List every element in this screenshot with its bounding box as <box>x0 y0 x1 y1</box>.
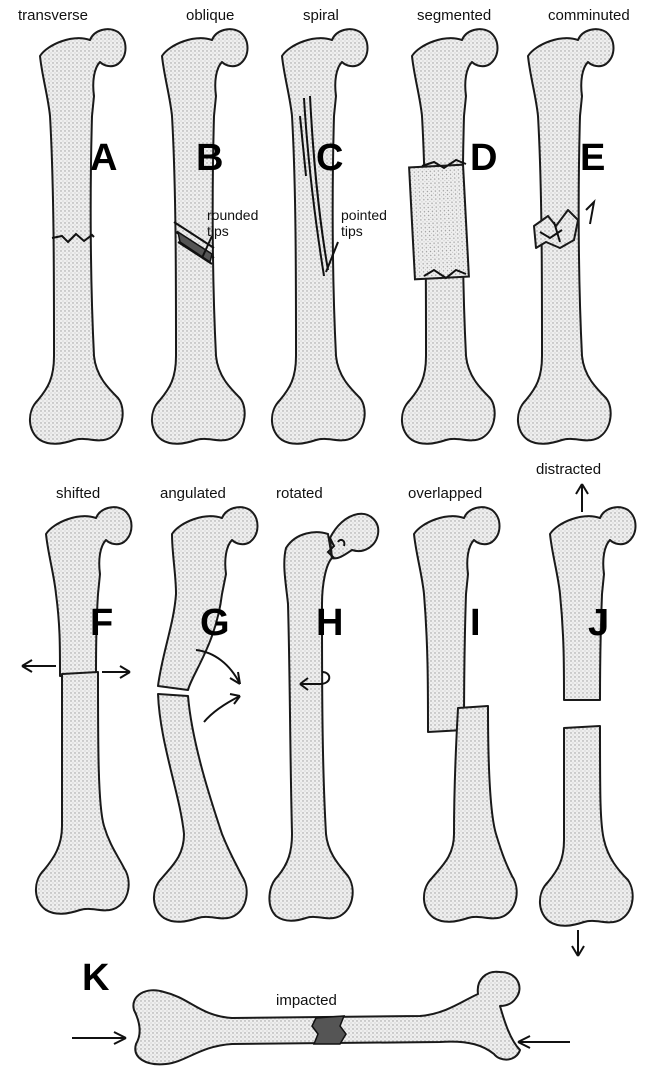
letter-E: E <box>580 137 605 179</box>
bone-F <box>36 507 132 914</box>
label-distracted: distracted <box>536 461 601 478</box>
bone-D <box>402 29 498 444</box>
letter-C: C <box>316 137 343 179</box>
letter-J: J <box>588 602 609 644</box>
arrow-angulate-lower <box>204 696 240 722</box>
arrow-down <box>572 930 584 956</box>
letter-G: G <box>200 602 230 644</box>
letter-D: D <box>470 137 497 179</box>
bone-J <box>540 507 636 926</box>
letter-A: A <box>90 137 117 179</box>
letter-F: F <box>90 602 113 644</box>
bone-E <box>518 29 614 444</box>
letter-H: H <box>316 602 343 644</box>
label-spiral: spiral <box>303 7 339 24</box>
label-overlapped: overlapped <box>408 485 482 502</box>
arrow-push-left <box>518 1036 570 1048</box>
label-angulated: angulated <box>160 485 226 502</box>
letter-B: B <box>196 137 223 179</box>
label-comminuted: comminuted <box>548 7 630 24</box>
note-rounded: rounded <box>207 207 258 223</box>
letter-K: K <box>82 957 110 999</box>
arrow-up <box>576 484 588 512</box>
note-pointed: pointed <box>341 207 387 223</box>
note-pointed-tips: tips <box>341 223 363 239</box>
bone-H <box>269 514 378 921</box>
label-segmented: segmented <box>417 7 491 24</box>
letter-I: I <box>470 602 481 644</box>
label-transverse: transverse <box>18 7 88 24</box>
bone-I <box>414 507 517 922</box>
label-rotated: rotated <box>276 485 323 502</box>
arrow-push-right <box>72 1032 126 1044</box>
bone-K <box>133 972 520 1065</box>
label-shifted: shifted <box>56 485 100 502</box>
label-oblique: oblique <box>186 7 234 24</box>
arrow-left <box>22 660 56 672</box>
arrow-right <box>102 666 130 678</box>
bone-A <box>30 29 126 444</box>
bone-G <box>154 507 258 922</box>
bone-B <box>152 29 248 444</box>
note-rounded-tips: tips <box>207 223 229 239</box>
label-impacted: impacted <box>276 992 337 1009</box>
